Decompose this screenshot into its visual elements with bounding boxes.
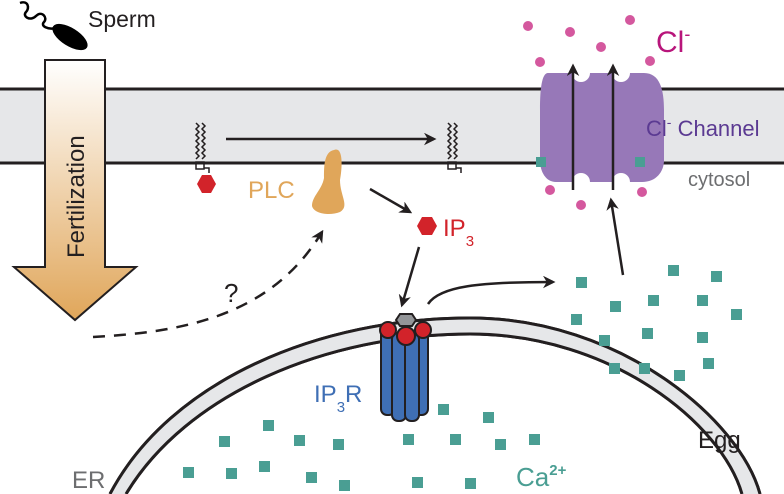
sperm-icon [19,1,88,51]
ip3-to-ip3r-arrow [398,246,421,308]
er-membrane [108,316,762,494]
ip3-receptor-icon [379,313,432,422]
chloride-label: Cl- [656,24,690,59]
ip3-molecule-icon [417,217,437,235]
egg-label: Egg [698,427,741,454]
calcium-label: Ca2+ [516,462,567,492]
chloride-channel-label: Cl- Channel [646,114,760,141]
calcium-to-channel-arrow [606,197,625,276]
er-calcium-ions [183,404,540,491]
calcium-release-arrow [426,275,556,305]
cytosolic-calcium-ions [571,265,742,381]
plc-enzyme-icon [312,149,345,214]
er-label: ER [72,467,105,494]
question-mark-label: ? [224,278,238,308]
cytosol-label: cytosol [688,169,750,191]
ip3-label: IP3 [443,215,474,250]
plc-label: PLC [248,177,295,204]
fertilization-label: Fertilization [63,135,90,258]
chloride-channel-icon [536,63,664,190]
unknown-pathway-arrow [92,229,324,339]
plc-to-ip3-arrow [369,187,413,214]
sperm-label: Sperm [88,6,156,32]
ip3r-label: IP3R [314,381,362,416]
fertilization-arrow [11,59,139,322]
pip2-lipid-icon [194,122,216,193]
chloride-ions [523,15,655,210]
dag-lipid-icon [446,122,462,173]
